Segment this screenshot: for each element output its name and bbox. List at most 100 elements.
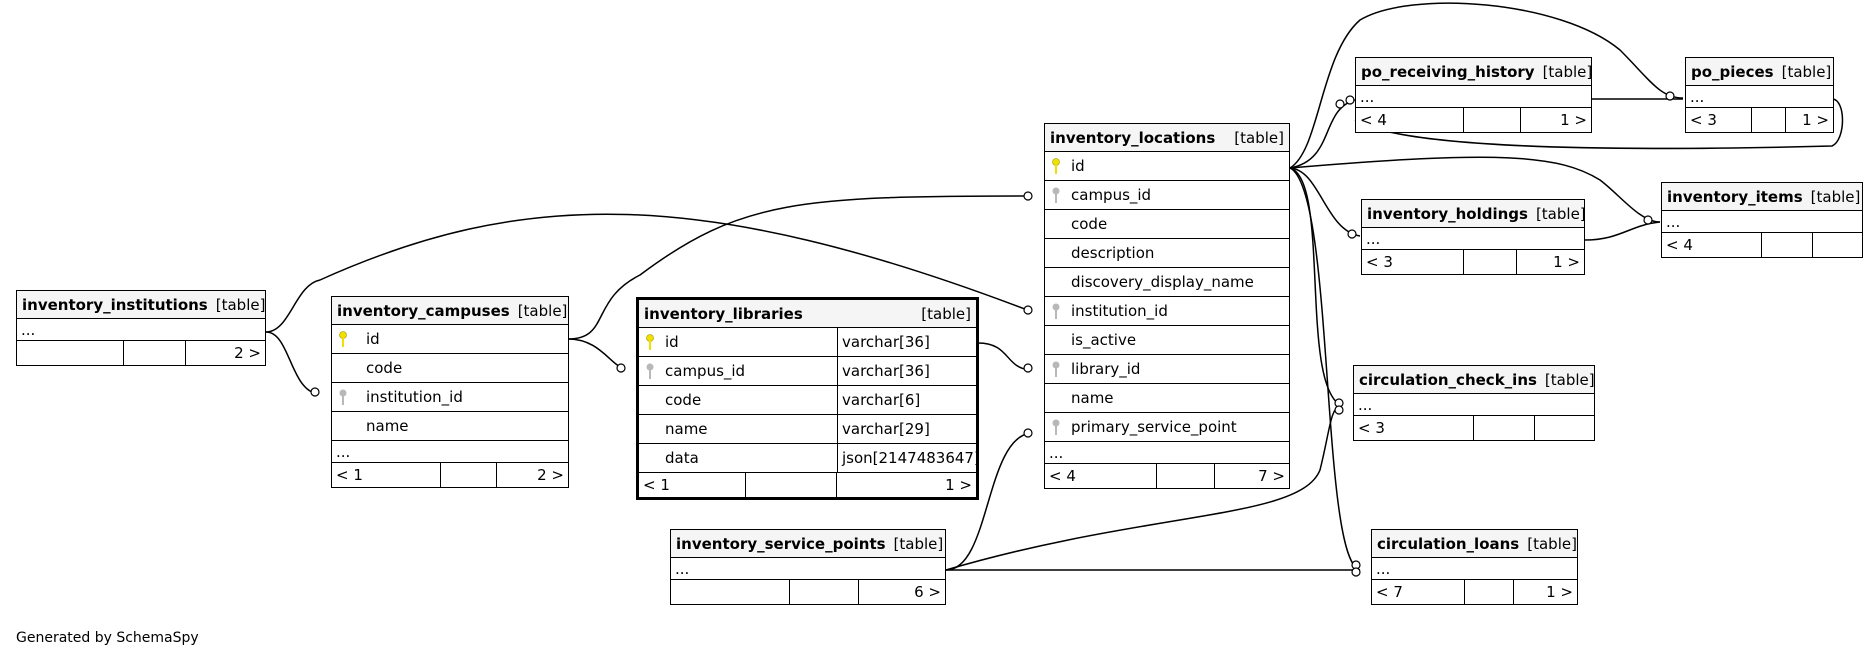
table-header: po_pieces [table] [1686, 58, 1833, 86]
table-kind: [table] [1781, 62, 1832, 81]
column-type: varchar[36] [837, 357, 930, 385]
table-footer: < 3 1 > [1362, 250, 1584, 274]
edge-campuses-institutions [265, 331, 319, 395]
rows-count [1474, 416, 1535, 440]
foreign-key-icon [646, 363, 654, 379]
primary-key-icon [1052, 158, 1060, 174]
column-name: campus_id [665, 362, 746, 380]
column-ellipsis: ... [1356, 86, 1591, 108]
column-ellipsis: ... [1662, 211, 1862, 233]
foreign-key-icon [1052, 187, 1060, 203]
parents-count: < 4 [1662, 233, 1762, 257]
table-kind: [table] [1810, 187, 1861, 206]
table-header: inventory_service_points [table] [671, 530, 945, 558]
table-footer: < 4 1 > [1356, 108, 1591, 132]
parents-count: < 1 [639, 473, 746, 497]
children-count: 1 > [945, 476, 972, 494]
edge-locations-service-points [945, 432, 1031, 571]
table-inventory-campuses[interactable]: inventory_campuses [table] id code insti… [331, 296, 569, 488]
column-row: id varchar[36] [639, 328, 976, 357]
table-circulation-loans[interactable]: circulation_loans [table] ... < 7 1 > [1371, 529, 1578, 605]
column-name: is_active [1071, 331, 1137, 349]
table-name: circulation_check_ins [1359, 370, 1537, 389]
table-inventory-locations[interactable]: inventory_locations [table] id campus_id… [1044, 123, 1290, 489]
column-row: description [1045, 239, 1289, 268]
column-name: code [665, 391, 702, 409]
children-count: 2 > [234, 344, 261, 362]
column-name: primary_service_point [1071, 418, 1237, 436]
edge-checkins-locations [1289, 167, 1341, 406]
table-inventory-items[interactable]: inventory_items [table] ... < 4 [1661, 182, 1863, 258]
table-kind: [table] [1234, 128, 1284, 147]
table-name: po_pieces [1691, 62, 1774, 81]
parents-count [671, 580, 790, 604]
table-header: inventory_institutions [table] [17, 291, 265, 319]
column-row: name varchar[29] [639, 415, 976, 444]
table-footer: < 4 7 > [1045, 464, 1289, 488]
parents-count: < 4 [1356, 108, 1464, 132]
table-kind: [table] [1544, 370, 1595, 389]
table-po-receiving-history[interactable]: po_receiving_history [table] ... < 4 1 > [1355, 57, 1592, 133]
table-footer: < 3 1 > [1686, 108, 1833, 132]
rows-count [1752, 108, 1786, 132]
table-kind: [table] [517, 301, 568, 320]
table-kind: [table] [215, 295, 266, 314]
column-name: id [366, 330, 380, 348]
table-kind: [table] [1527, 534, 1577, 553]
rows-count [1465, 580, 1514, 604]
rows-count [1762, 233, 1813, 257]
table-inventory-holdings[interactable]: inventory_holdings [table] ... < 3 1 > [1361, 199, 1586, 275]
column-ellipsis: ... [1045, 442, 1289, 464]
table-name: inventory_locations [1050, 128, 1216, 147]
column-ellipsis: ... [332, 441, 568, 463]
table-inventory-institutions[interactable]: inventory_institutions [table] ... 2 > [16, 290, 266, 366]
primary-key-icon [646, 334, 654, 350]
rows-count [1464, 250, 1517, 274]
table-name: po_receiving_history [1361, 62, 1535, 81]
table-circulation-check-ins[interactable]: circulation_check_ins [table] ... < 3 [1353, 365, 1595, 441]
column-type: json[2147483647] [837, 444, 980, 472]
table-inventory-libraries[interactable]: inventory_libraries [table] id varchar[3… [636, 297, 980, 500]
edge-pieces-locations [1289, 2, 1684, 169]
column-row: institution_id [332, 383, 568, 412]
table-name: inventory_campuses [337, 301, 510, 320]
table-po-pieces[interactable]: po_pieces [table] ... < 3 1 > [1685, 57, 1834, 133]
table-footer: < 4 [1662, 233, 1862, 257]
table-header: inventory_locations [table] [1045, 124, 1289, 152]
column-row: id [1045, 152, 1289, 181]
parents-count: < 3 [1354, 416, 1474, 440]
column-row: is_active [1045, 326, 1289, 355]
column-name: discovery_display_name [1071, 273, 1254, 291]
column-row: campus_id varchar[36] [639, 357, 976, 386]
table-footer: < 7 1 > [1372, 580, 1577, 604]
table-header: inventory_campuses [table] [332, 297, 568, 325]
table-kind: [table] [1542, 62, 1593, 81]
generated-by-credit: Generated by SchemaSpy [16, 630, 199, 646]
table-footer: 6 > [671, 580, 945, 604]
edge-items-locations [1289, 156, 1661, 223]
column-type: varchar[36] [837, 328, 930, 356]
parents-count: < 3 [1686, 108, 1752, 132]
parents-count: < 1 [332, 463, 441, 487]
edge-checkins-service-points [945, 404, 1341, 571]
column-name: id [1071, 157, 1085, 175]
column-type: varchar[6] [837, 386, 920, 414]
table-footer: 2 > [17, 341, 265, 365]
column-row: primary_service_point [1045, 413, 1289, 442]
table-footer: < 1 2 > [332, 463, 568, 487]
foreign-key-icon [1052, 419, 1060, 435]
column-ellipsis: ... [1362, 228, 1584, 250]
column-row: name [1045, 384, 1289, 413]
column-name: library_id [1071, 360, 1141, 378]
children-count: 2 > [537, 466, 564, 484]
rows-count [441, 463, 497, 487]
column-row: campus_id [1045, 181, 1289, 210]
table-header: inventory_items [table] [1662, 183, 1862, 211]
table-name: inventory_service_points [676, 534, 886, 553]
foreign-key-icon [339, 389, 347, 405]
rows-count [746, 473, 837, 497]
children-count: 1 > [1553, 253, 1580, 271]
table-header: inventory_libraries [table] [639, 300, 976, 328]
foreign-key-icon [1052, 303, 1060, 319]
table-inventory-service-points[interactable]: inventory_service_points [table] ... 6 > [670, 529, 946, 605]
